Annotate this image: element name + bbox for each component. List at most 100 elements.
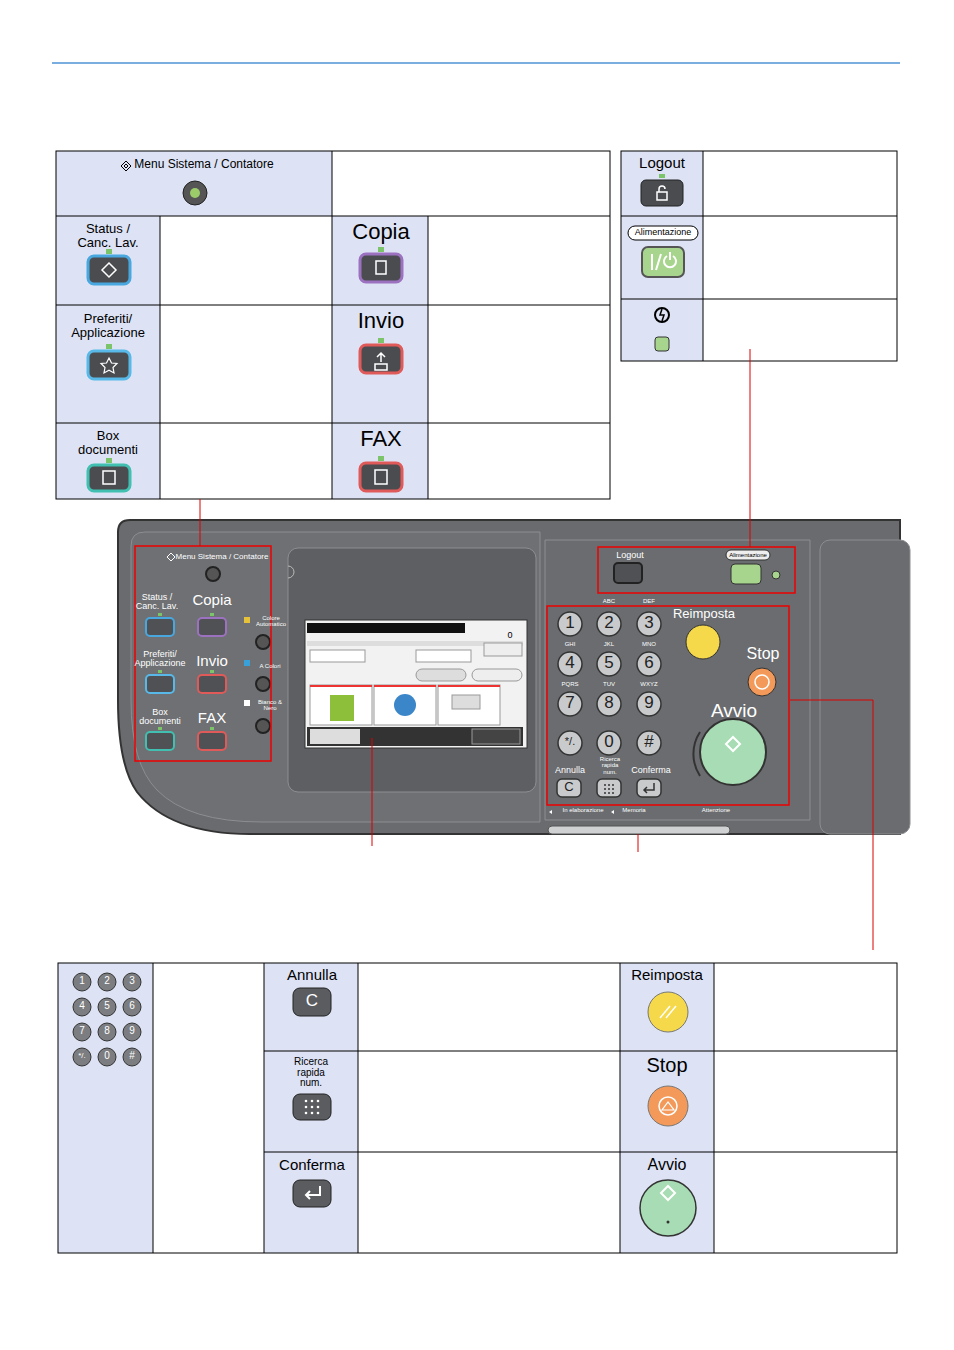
table-bottom-shape-shape [317,1100,320,1103]
control-panel-shape [244,700,250,706]
control-panel-shape [820,540,910,834]
control-panel-shape-shape [558,731,582,755]
control-panel-shape [330,695,354,721]
button-label: Status / Canc. Lav. [73,222,143,249]
control-panel-shape [206,567,220,581]
table-top-right-shape-shape [621,299,897,300]
table-bottom-shape [58,963,897,1253]
table-bottom-shape [662,1102,674,1110]
function-buttons-shape [375,470,387,484]
control-panel-shape-shape [608,792,610,794]
control-panel-shape [472,669,522,681]
function-buttons-shape [88,465,130,491]
table-bottom-shape [264,963,358,1253]
table-bottom-shape-shape [264,963,265,1253]
control-panel-shape [256,635,270,733]
control-panel-shape [693,732,700,776]
table-bottom-shape-shape [153,963,154,1253]
table-top-left-shape [332,423,428,499]
control-panel-shape-shape [597,692,621,716]
control-panel-shape [310,650,365,662]
button-label: C [306,992,318,1010]
leader-lines-shape [200,499,201,546]
table-bottom-shape-shape [73,998,91,1016]
table-top-right-shape [655,337,669,351]
panel-label: WXYZ [640,681,657,687]
leader-lines-shape [638,834,639,852]
button-cell: Logout [621,151,703,216]
table-bottom-shape [293,1094,331,1120]
control-panel-shape [131,532,540,822]
control-panel-shape-shape [558,692,582,716]
control-panel-shape [416,650,471,662]
control-panel-shape [548,826,730,834]
control-panel-shape-shape [558,612,582,636]
table-top-right-shape [641,180,683,206]
button-label: Reimposta [631,967,703,983]
control-panel-shape-shape [210,727,214,730]
table-bottom-shape-shape [620,963,621,1253]
button-label: 3 [129,976,135,987]
leader-lines-shape [750,349,751,547]
control-panel-shape [452,695,480,709]
control-panel-shape-shape [438,685,500,687]
control-panel-shape-shape [597,652,621,676]
panel-label: Copia [192,592,231,608]
table-bottom-shape-shape [264,1051,897,1052]
button-label: Menu Sistema / Contatore [134,158,273,171]
control-panel-shape-shape [637,779,661,797]
control-panel-shape [484,643,522,656]
table-grid-shape [56,423,610,424]
panel-label: Preferiti/ Applicazione [132,650,188,669]
control-panel-shape-shape [604,788,606,790]
control-panel-shape [244,660,250,666]
button-label: Stop [646,1055,687,1076]
button-label: Conferma [279,1157,345,1173]
table-grid-shape [428,216,429,499]
function-buttons-shape [376,261,386,274]
table-bottom-shape [659,1097,677,1115]
panel-label: Invio [196,653,228,669]
table-top-left-shape [56,423,160,499]
table-top-right-shape [652,252,676,270]
panel-label: A Colori [259,663,280,669]
button-cell: Stop [620,1051,714,1152]
table-grid-shape [56,216,610,217]
table-bottom-shape-shape [311,1112,314,1115]
button-label: Copia [352,220,409,243]
function-buttons-shape [375,353,387,370]
table-top-right-shape [621,151,897,361]
control-panel-shape-shape [597,731,621,755]
panel-label: Logout [616,551,644,560]
table-bottom-shape-shape [98,973,116,991]
table-bottom-shape-shape [98,1023,116,1041]
table-bottom-shape-shape [305,1112,308,1115]
control-panel-shape-shape [146,618,174,636]
button-cell: 123456789*/.0# [58,963,153,1253]
panel-label: Status / Canc. Lav. [135,593,179,612]
panel-label: Menu Sistema / Contatore [176,553,269,561]
control-panel-shape [416,669,466,681]
panel-label: In elaborazione [562,807,603,813]
control-panel-shape [700,719,766,785]
button-cell: Alimentazione [621,216,703,299]
table-bottom-shape-shape [73,1048,91,1066]
control-panel-shape-shape [158,727,162,730]
control-panel-shape-shape [604,792,606,794]
table-bottom-shape [640,1180,696,1236]
control-panel-shape [310,685,500,687]
panel-label: */. [565,736,575,748]
panel-label: 5 [604,654,613,672]
table-top-right-shape [642,247,684,277]
button-label: 1 [79,976,85,987]
button-label: 5 [104,1001,110,1012]
menu-button-shape [183,181,207,205]
table-top-right-shape [655,308,669,322]
panel-label: ABC [603,598,615,604]
panel-label: 0 [604,733,613,751]
panel-label: Avvio [711,701,757,721]
panel-label: MNO [642,641,656,647]
control-panel-shape-shape [597,779,621,797]
